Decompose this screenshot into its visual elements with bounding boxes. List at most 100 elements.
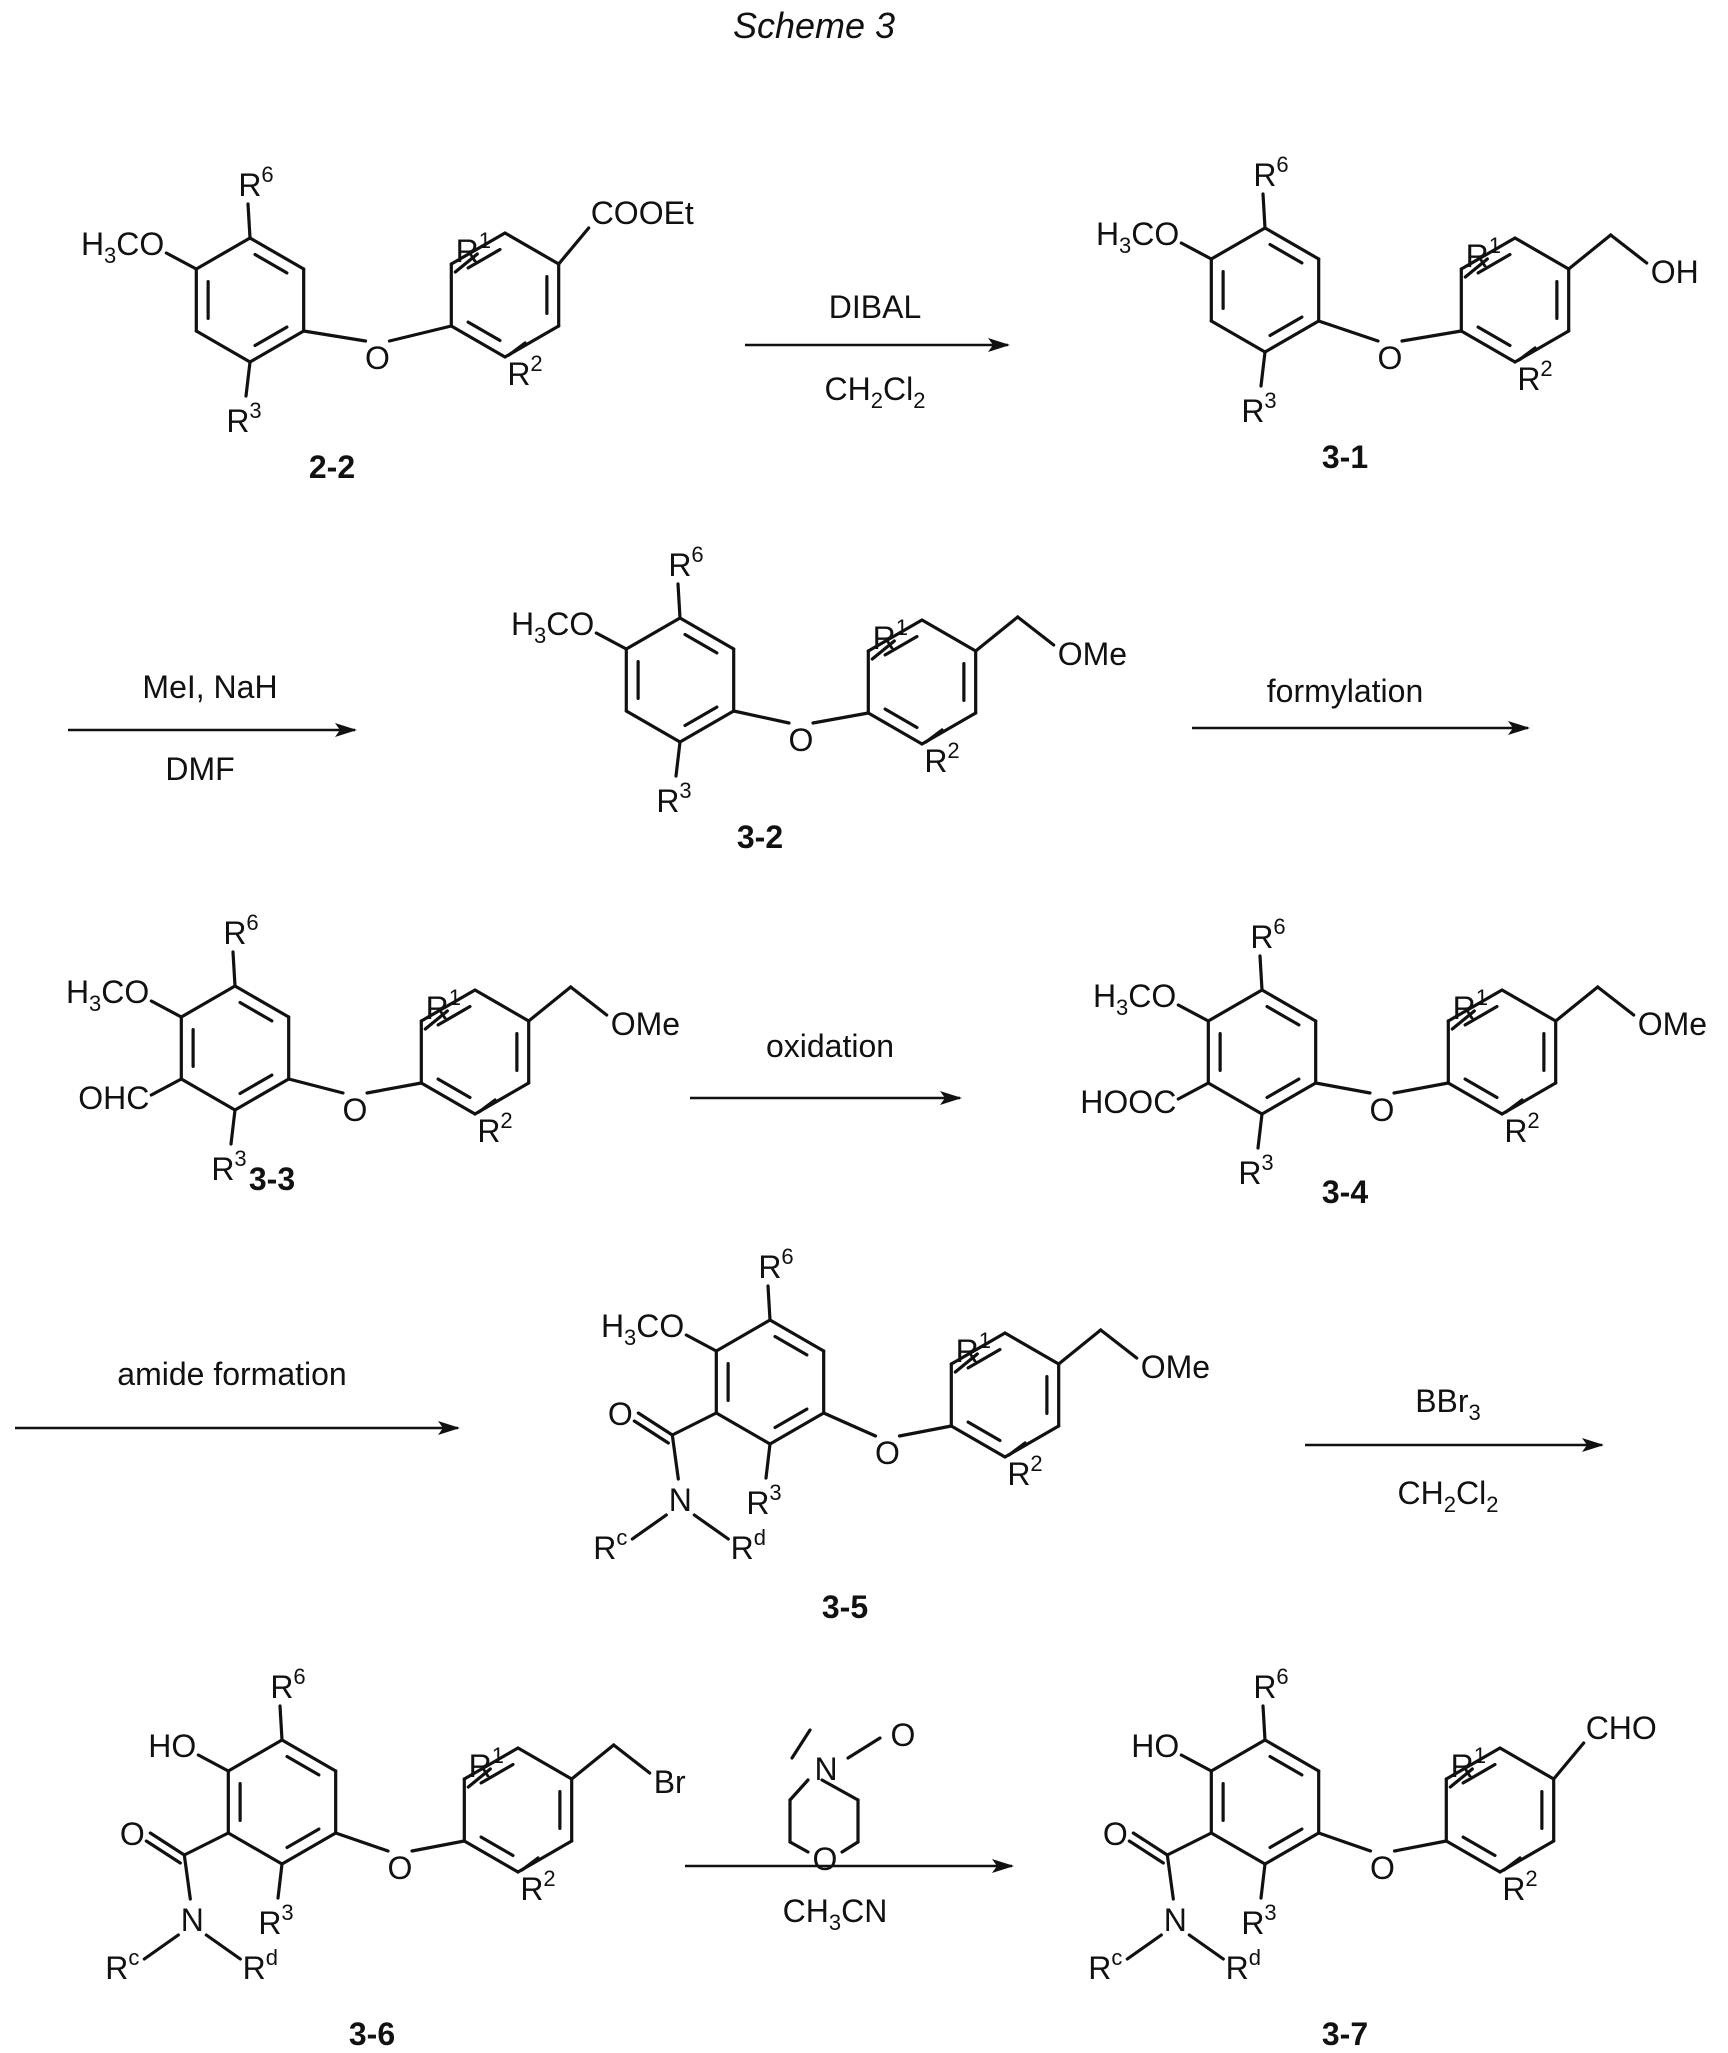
mol-3-3-r6: R6 [223, 910, 258, 951]
reagent-bbr3: BBr3 [1415, 1383, 1481, 1425]
mol-3-3-r3: R3 [211, 1146, 246, 1187]
compound-numbers: 2-2 3-1 3-2 3-3 3-4 3-5 3-6 3-7 [249, 439, 1368, 2052]
compound-3-7: 3-7 [1322, 2016, 1368, 2052]
mol-3-7-r3: R3 [1241, 1900, 1276, 1941]
mol-3-2-r6: R6 [668, 542, 703, 583]
mol-3-6-ho: HO [148, 1728, 196, 1764]
mol-3-1-r1: R1 [1466, 233, 1501, 274]
reagent-ch2cl2-2: CH2Cl2 [1398, 1475, 1499, 1517]
mol-3-2: R6R3OR1R2OMeH3CO [511, 542, 1127, 819]
mol-3-7-rd: Rd [1226, 1945, 1261, 1986]
reagent-ch3cn: CH3CN [783, 1893, 888, 1935]
mol-3-5-r1: R1 [956, 1328, 991, 1369]
mol-3-6-r2: R2 [520, 1866, 555, 1907]
mol-3-6-rc: Rc [105, 1945, 139, 1986]
mol-3-5-rd: Rd [731, 1525, 766, 1566]
mol-3-4-ome: OMe [1638, 1006, 1707, 1042]
mol-3-7-ho: HO [1131, 1728, 1179, 1764]
mol-3-7-ether-o: O [1370, 1850, 1395, 1886]
compound-3-5: 3-5 [822, 1589, 868, 1625]
mol-3-6-br: Br [654, 1764, 686, 1800]
mol-3-7-cho: CHO [1586, 1710, 1657, 1746]
reagent-mei-nah: MeI, NaH [142, 669, 277, 705]
mol-3-6-amide-n: N [181, 1902, 204, 1938]
mol-3-3-ohc: OHC [78, 1080, 149, 1116]
mol-3-5-amide-n: N [669, 1482, 692, 1518]
mol-2-2: R6R3 O R1R2 COOEtH3CO [81, 162, 694, 439]
mol-3-2-ether-o: O [789, 722, 814, 758]
mol-2-2-cooet: COOEt [591, 195, 694, 231]
mol-3-6-amide-o: O [120, 1816, 145, 1852]
mol-3-5-ether-o: O [875, 1435, 900, 1471]
mol-3-1: R6R3OR1R2OHH3CO [1096, 152, 1699, 429]
mol-3-5-r6: R6 [758, 1244, 793, 1285]
mol-3-6-r1: R1 [469, 1743, 504, 1784]
mol-3-4-h3co: H3CO [1093, 978, 1176, 1020]
mol-2-2-r2: R2 [507, 351, 542, 392]
mol-3-5-ome: OMe [1141, 1349, 1210, 1385]
reaction-arrows [15, 345, 1602, 1866]
compound-3-2: 3-2 [737, 819, 783, 855]
compound-3-3: 3-3 [249, 1161, 295, 1197]
mol-3-7-amide-n: N [1164, 1902, 1187, 1938]
nmo-oxide-o: O [891, 1717, 916, 1753]
mol-3-7-r6: R6 [1253, 1664, 1288, 1705]
mol-3-5-r2: R2 [1007, 1451, 1042, 1492]
nmo-reagent-structure: N O O [790, 1717, 915, 1877]
mol-3-1-oh: OH [1651, 254, 1699, 290]
mol-3-7-amide-o: O [1103, 1816, 1128, 1852]
compound-3-1: 3-1 [1322, 439, 1368, 475]
mol-3-1-h3co: H3CO [1096, 216, 1179, 258]
mol-3-4: R6R3OR1R2OMeH3COHOOC [1080, 914, 1707, 1191]
compound-3-4: 3-4 [1322, 1174, 1368, 1210]
mol-3-5-amide-o: O [608, 1396, 633, 1432]
reagent-labels: DIBAL CH2Cl2 MeI, NaH DMF formylation ox… [117, 289, 1498, 1935]
compound-3-6: 3-6 [349, 2016, 395, 2052]
nmo-n-atom: N [814, 1751, 837, 1787]
mol-2-2-ether-o: O [365, 340, 390, 376]
mol-3-3-h3co: H3CO [66, 974, 149, 1016]
mol-3-5-h3co: H3CO [601, 1308, 684, 1350]
mol-3-5-rc: Rc [593, 1525, 627, 1566]
mol-3-6: R6R3OR1R2BrHOONRcRd [105, 1664, 686, 1986]
nmo-ring-o: O [813, 1841, 838, 1877]
mol-3-4-hooc: HOOC [1080, 1084, 1176, 1120]
mol-3-6-r6: R6 [270, 1664, 305, 1705]
mol-2-2-r3: R3 [226, 398, 261, 439]
mol-3-3-r1: R1 [426, 985, 461, 1026]
mol-3-7-r1: R1 [1451, 1743, 1486, 1784]
mol-3-7: R6R3 O R1R2 CHO HO O N Rc Rd [1088, 1664, 1657, 1986]
mol-3-1-r6: R6 [1253, 152, 1288, 193]
mol-3-1-r3: R3 [1241, 388, 1276, 429]
mol-3-3-r2: R2 [477, 1108, 512, 1149]
reagent-dmf: DMF [165, 751, 234, 787]
reagent-ch2cl2: CH2Cl2 [825, 371, 926, 413]
mol-3-2-r3: R3 [656, 778, 691, 819]
mol-3-6-rd: Rd [243, 1945, 278, 1986]
mol-3-3-ome: OMe [611, 1006, 680, 1042]
mol-3-4-r6: R6 [1250, 914, 1285, 955]
mol-3-2-ome: OMe [1058, 636, 1127, 672]
mol-3-4-ether-o: O [1370, 1092, 1395, 1128]
scheme-title: Scheme 3 [733, 5, 895, 46]
reagent-dibal: DIBAL [829, 289, 921, 325]
mol-3-2-r2: R2 [924, 738, 959, 779]
mol-3-4-r1: R1 [1453, 985, 1488, 1026]
mol-3-7-r2: R2 [1502, 1866, 1537, 1907]
mol-3-5: R6R3 O R1R2 OMe H3CO O N Rc Rd [593, 1244, 1210, 1566]
reagent-amide-formation: amide formation [117, 1356, 346, 1392]
mol-3-1-ether-o: O [1378, 340, 1403, 376]
mol-2-2-h3co: H3CO [81, 226, 164, 268]
mol-3-2-r1: R1 [873, 615, 908, 656]
mol-3-7-rc: Rc [1088, 1945, 1122, 1986]
mol-3-5-r3: R3 [746, 1480, 781, 1521]
compound-2-2: 2-2 [309, 449, 355, 485]
mol-2-2-r6: R6 [238, 162, 273, 203]
reagent-formylation: formylation [1267, 673, 1424, 709]
mol-2-2-r1: R1 [456, 228, 491, 269]
mol-3-6-ether-o: O [388, 1850, 413, 1886]
reagent-oxidation: oxidation [766, 1028, 894, 1064]
mol-3-3: R6R3OR1R2OMeH3COOHC [66, 910, 680, 1187]
mol-3-4-r3: R3 [1238, 1150, 1273, 1191]
